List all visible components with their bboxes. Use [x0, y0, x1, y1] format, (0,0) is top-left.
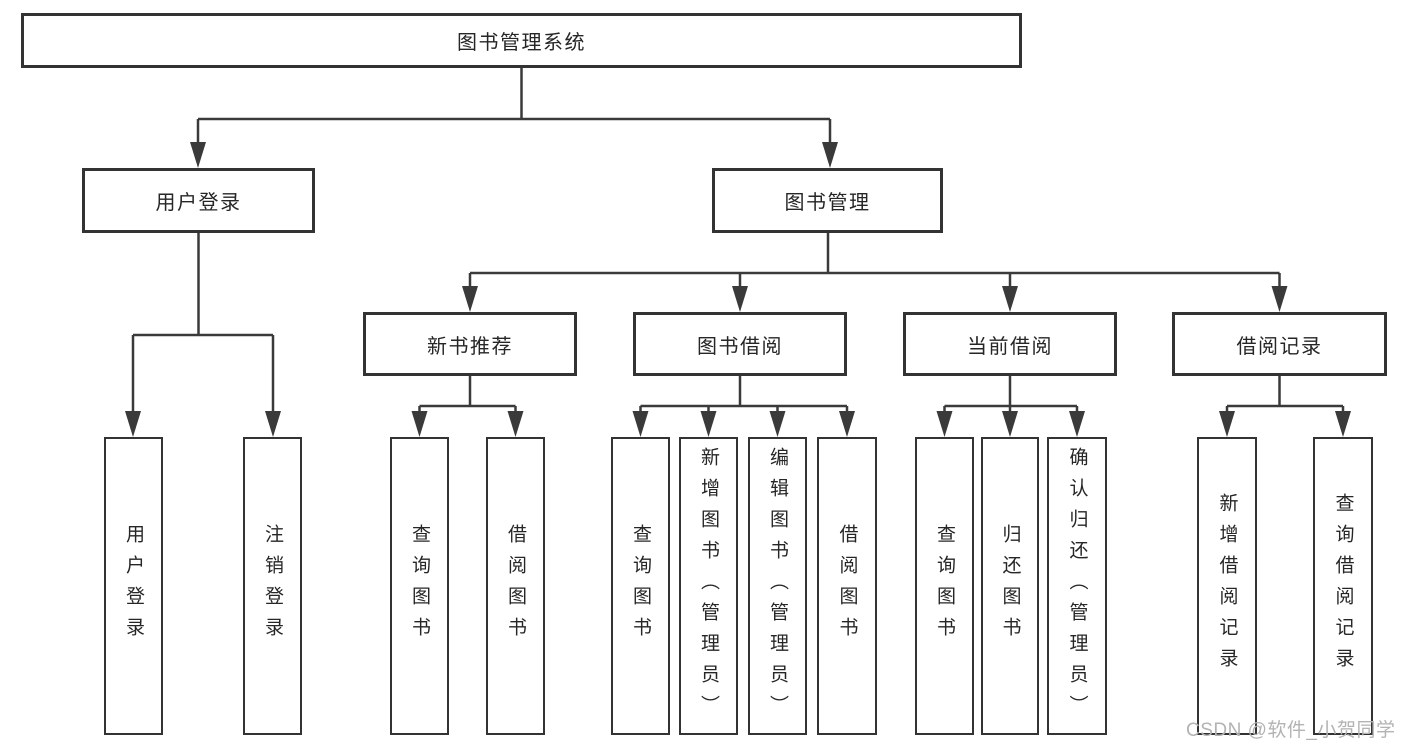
node-system-root: 图书管理系统: [21, 13, 1022, 68]
leaf-add-books-admin: 新增图书（管理员）: [679, 437, 738, 735]
leaf-query-books-2: 查询图书: [611, 437, 670, 735]
leaf-query-borrow-record: 查询借阅记录: [1313, 437, 1373, 735]
leaf-query-books-1: 查询图书: [390, 437, 449, 735]
node-label: 查询图书: [630, 524, 651, 648]
node-borrow-record: 借阅记录: [1172, 312, 1387, 376]
node-label: 查询借阅记录: [1332, 493, 1354, 679]
node-label: 借阅图书: [836, 524, 858, 648]
leaf-return-books: 归还图书: [981, 437, 1039, 735]
node-label: 新增图书（管理员）: [698, 446, 719, 726]
node-label: 借阅图书: [505, 524, 526, 648]
node-label: 确认归还（管理员）: [1066, 446, 1088, 726]
arrowheads: [125, 142, 1351, 437]
node-label: 图书借阅: [697, 335, 783, 358]
node-label: 当前借阅: [967, 335, 1053, 358]
node-label: 借阅记录: [1236, 335, 1323, 358]
node-label: 注销登录: [262, 524, 283, 648]
connector-root-to-level2: [196, 68, 832, 158]
node-book-management: 图书管理: [712, 168, 943, 233]
node-label: 查询图书: [409, 524, 430, 648]
leaf-edit-books-admin: 编辑图书（管理员）: [748, 437, 807, 735]
csdn-watermark: CSDN @软件_小贺同学: [1186, 720, 1396, 741]
leaf-query-books-3: 查询图书: [915, 437, 974, 735]
node-book-borrow: 图书借阅: [633, 312, 847, 376]
leaf-borrow-books-1: 借阅图书: [486, 437, 545, 735]
node-label: 新书推荐: [427, 335, 513, 358]
node-label: 图书管理: [784, 192, 871, 214]
node-label: 用户登录: [155, 192, 242, 214]
node-new-book-recommend: 新书推荐: [363, 312, 577, 376]
node-label: 编辑图书（管理员）: [767, 446, 788, 726]
connector-borrowrecord-to-leaves: [1225, 376, 1345, 428]
node-user-login: 用户登录: [82, 168, 315, 233]
connector-bookborrow-to-leaves: [639, 376, 849, 428]
leaf-user-login: 用户登录: [104, 437, 163, 735]
node-label: 新增借阅记录: [1216, 493, 1238, 679]
node-label: 用户登录: [123, 524, 144, 648]
node-label: 查询图书: [934, 524, 955, 648]
leaf-borrow-books-2: 借阅图书: [817, 437, 877, 735]
leaf-add-borrow-record: 新增借阅记录: [1197, 437, 1257, 735]
leaf-confirm-return-admin: 确认归还（管理员）: [1047, 437, 1107, 735]
connector-userlogin-to-leaves: [131, 232, 275, 428]
connector-newbooks-to-leaves: [418, 376, 517, 428]
connector-bookmgmt-to-level3: [468, 233, 1281, 304]
leaf-logout: 注销登录: [243, 437, 302, 735]
node-label: 归还图书: [999, 524, 1021, 648]
node-current-borrow: 当前借阅: [903, 312, 1117, 376]
node-label: 图书管理系统: [457, 32, 586, 54]
